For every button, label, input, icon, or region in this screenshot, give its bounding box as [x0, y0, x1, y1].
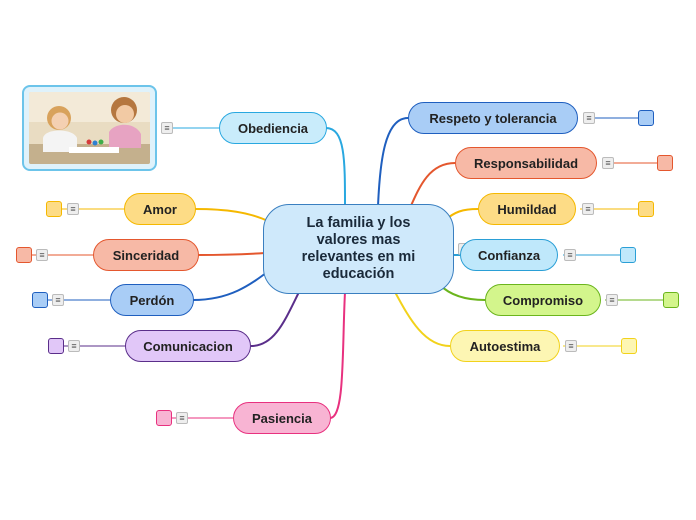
topic-responsabilidad[interactable]: Responsabilidad — [455, 147, 597, 179]
topic-autoestima[interactable]: Autoestima — [450, 330, 560, 362]
topic-obediencia[interactable]: Obediencia — [219, 112, 327, 144]
notes-icon[interactable]: ≡ — [583, 112, 595, 124]
notes-icon[interactable]: ≡ — [67, 203, 79, 215]
marker-square-icon[interactable] — [621, 338, 637, 354]
central-topic[interactable]: La familia y los valores mas relevantes … — [263, 204, 454, 294]
topic-perdon[interactable]: Perdón — [110, 284, 194, 316]
notes-icon[interactable]: ≡ — [52, 294, 64, 306]
notes-icon[interactable]: ≡ — [606, 294, 618, 306]
topic-sinceridad[interactable]: Sinceridad — [93, 239, 199, 271]
family-photo — [22, 85, 157, 171]
notes-icon[interactable]: ≡ — [564, 249, 576, 261]
marker-square-icon[interactable] — [46, 201, 62, 217]
marker-square-icon[interactable] — [48, 338, 64, 354]
notes-icon[interactable]: ≡ — [161, 122, 173, 134]
notes-icon[interactable]: ≡ — [176, 412, 188, 424]
notes-icon[interactable]: ≡ — [602, 157, 614, 169]
notes-icon[interactable]: ≡ — [582, 203, 594, 215]
topic-amor[interactable]: Amor — [124, 193, 196, 225]
marker-square-icon[interactable] — [16, 247, 32, 263]
notes-icon[interactable]: ≡ — [36, 249, 48, 261]
marker-square-icon[interactable] — [32, 292, 48, 308]
topic-respeto-y-tolerancia[interactable]: Respeto y tolerancia — [408, 102, 578, 134]
marker-square-icon[interactable] — [620, 247, 636, 263]
topic-comunicacion[interactable]: Comunicacion — [125, 330, 251, 362]
marker-square-icon[interactable] — [156, 410, 172, 426]
family-photo-icon — [29, 92, 150, 164]
topic-confianza[interactable]: Confianza — [460, 239, 558, 271]
marker-square-icon[interactable] — [638, 110, 654, 126]
marker-square-icon[interactable] — [657, 155, 673, 171]
notes-icon[interactable]: ≡ — [68, 340, 80, 352]
topic-humildad[interactable]: Humildad — [478, 193, 576, 225]
topic-compromiso[interactable]: Compromiso — [485, 284, 601, 316]
topic-pasiencia[interactable]: Pasiencia — [233, 402, 331, 434]
notes-icon[interactable]: ≡ — [565, 340, 577, 352]
marker-square-icon[interactable] — [663, 292, 679, 308]
marker-square-icon[interactable] — [638, 201, 654, 217]
